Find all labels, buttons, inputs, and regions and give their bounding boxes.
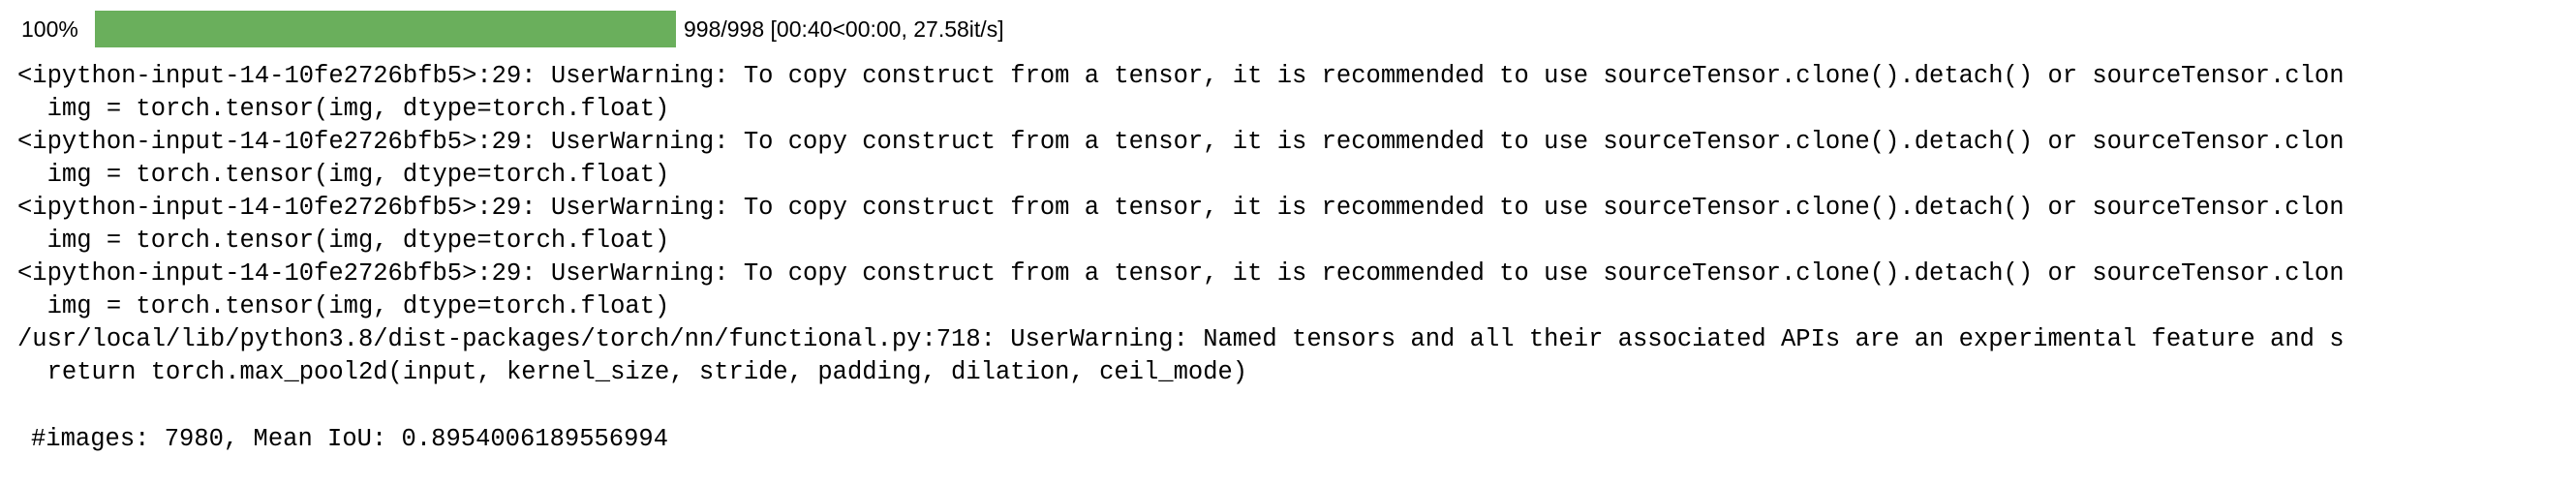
- stderr-output: <ipython-input-14-10fe2726bfb5>:29: User…: [17, 60, 2576, 389]
- warning-source-line: img = torch.tensor(img, dtype=torch.floa…: [17, 95, 670, 123]
- warning-line: <ipython-input-14-10fe2726bfb5>:29: User…: [17, 259, 2345, 288]
- progress-stats: 998/998 [00:40<00:00, 27.58it/s]: [684, 15, 1004, 42]
- progress-row: 100% 998/998 [00:40<00:00, 27.58it/s]: [21, 10, 1004, 48]
- progress-bar-fill: [95, 11, 676, 47]
- progress-bar: [95, 11, 676, 47]
- warning-line: /usr/local/lib/python3.8/dist-packages/t…: [17, 325, 2345, 353]
- warning-line: <ipython-input-14-10fe2726bfb5>:29: User…: [17, 128, 2345, 156]
- warning-line: <ipython-input-14-10fe2726bfb5>:29: User…: [17, 194, 2345, 222]
- warning-source-line: img = torch.tensor(img, dtype=torch.floa…: [17, 292, 670, 320]
- progress-percent: 100%: [21, 15, 78, 42]
- warning-source-line: return torch.max_pool2d(input, kernel_si…: [17, 358, 1248, 386]
- warning-line: <ipython-input-14-10fe2726bfb5>:29: User…: [17, 62, 2345, 90]
- warning-source-line: img = torch.tensor(img, dtype=torch.floa…: [17, 227, 670, 255]
- result-output: #images: 7980, Mean IoU: 0.8954006189556…: [31, 425, 669, 453]
- warning-source-line: img = torch.tensor(img, dtype=torch.floa…: [17, 161, 670, 189]
